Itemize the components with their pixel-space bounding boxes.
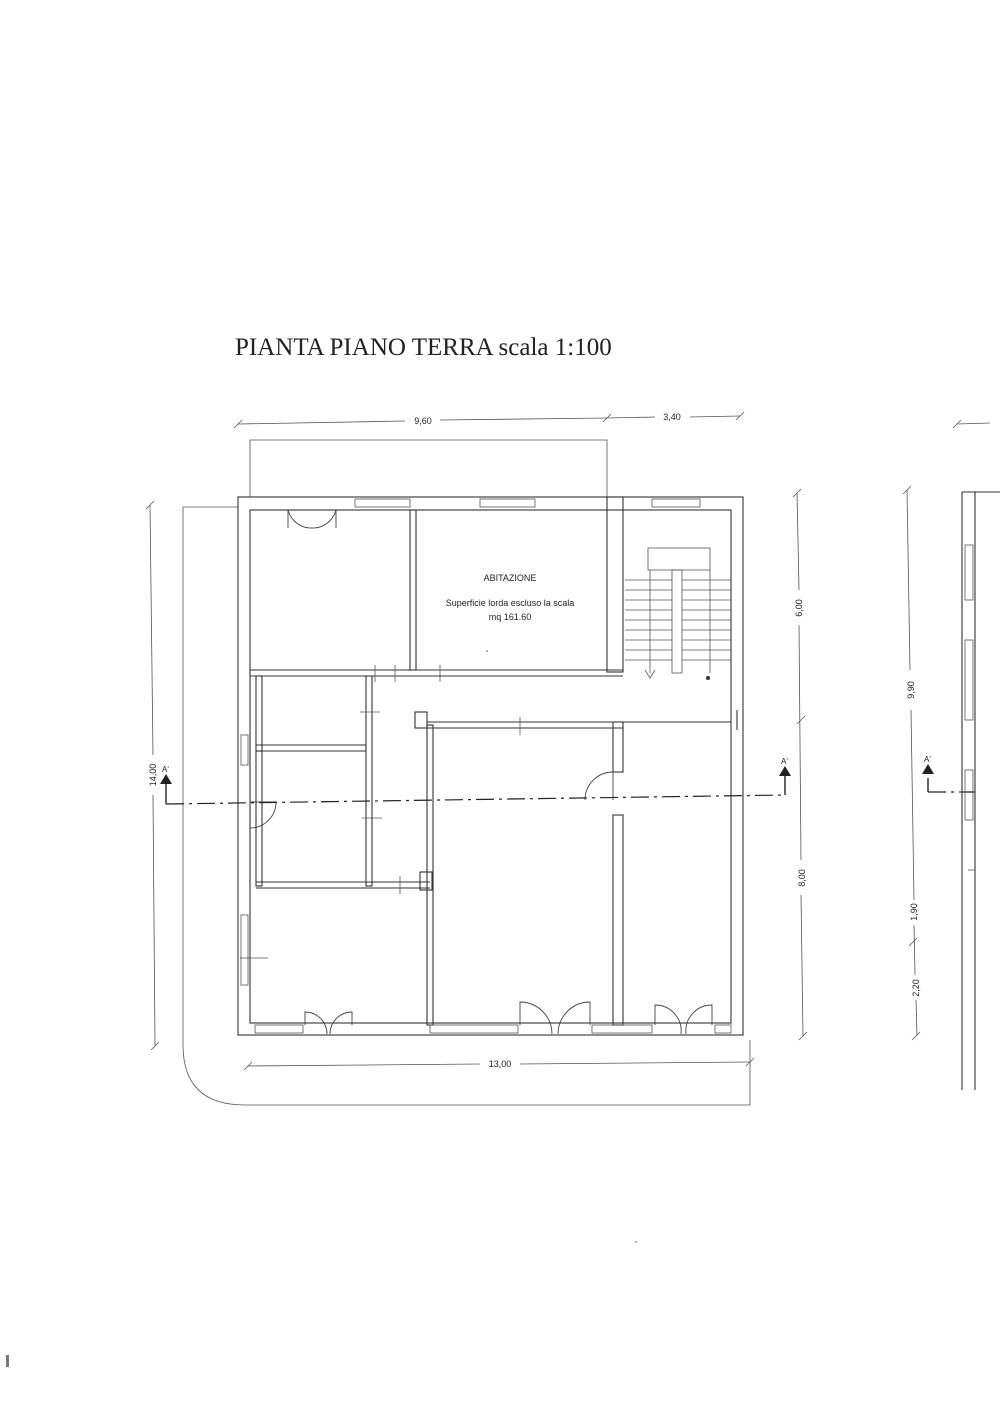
top-windows xyxy=(354,498,701,508)
lower-boundary xyxy=(182,507,751,1106)
dim-side-total: 9,90 xyxy=(906,681,916,699)
dim-top-right: 3,40 xyxy=(663,412,681,422)
dim-right-top: 6,00 xyxy=(794,599,804,617)
dim-top-left: 9,60 xyxy=(414,416,432,426)
section-marker-left: A' xyxy=(162,765,169,774)
inner-wall-line xyxy=(249,509,732,1024)
room-area-value: mq 161.60 xyxy=(489,612,532,622)
drawing-title: PIANTA PIANO TERRA scala 1:100 xyxy=(235,334,612,361)
section-marker-right: A' xyxy=(781,757,788,766)
dim-left: 14,00 xyxy=(148,764,158,787)
bottom-openings xyxy=(254,1024,732,1034)
outer-wall xyxy=(237,496,744,1036)
wall-ticks xyxy=(240,665,521,959)
side-section xyxy=(961,491,1000,1090)
section-line xyxy=(160,764,975,805)
room-name: ABITAZIONE xyxy=(484,573,537,583)
dim-right-bottom: 8,00 xyxy=(797,869,807,887)
dim-side-b: 2,20 xyxy=(911,979,921,997)
doors xyxy=(249,509,713,1035)
staircase xyxy=(625,547,731,680)
upper-boundary xyxy=(249,439,608,497)
left-windows xyxy=(240,734,249,986)
section-marker-side: A' xyxy=(924,755,931,764)
room-area-caption: Superficie lorda escluso la scala xyxy=(446,598,575,608)
interior-walls xyxy=(250,496,738,1026)
dim-side-a: 1,90 xyxy=(909,903,919,921)
dim-bottom: 13,00 xyxy=(489,1059,512,1069)
dimension-lines xyxy=(145,411,991,1071)
